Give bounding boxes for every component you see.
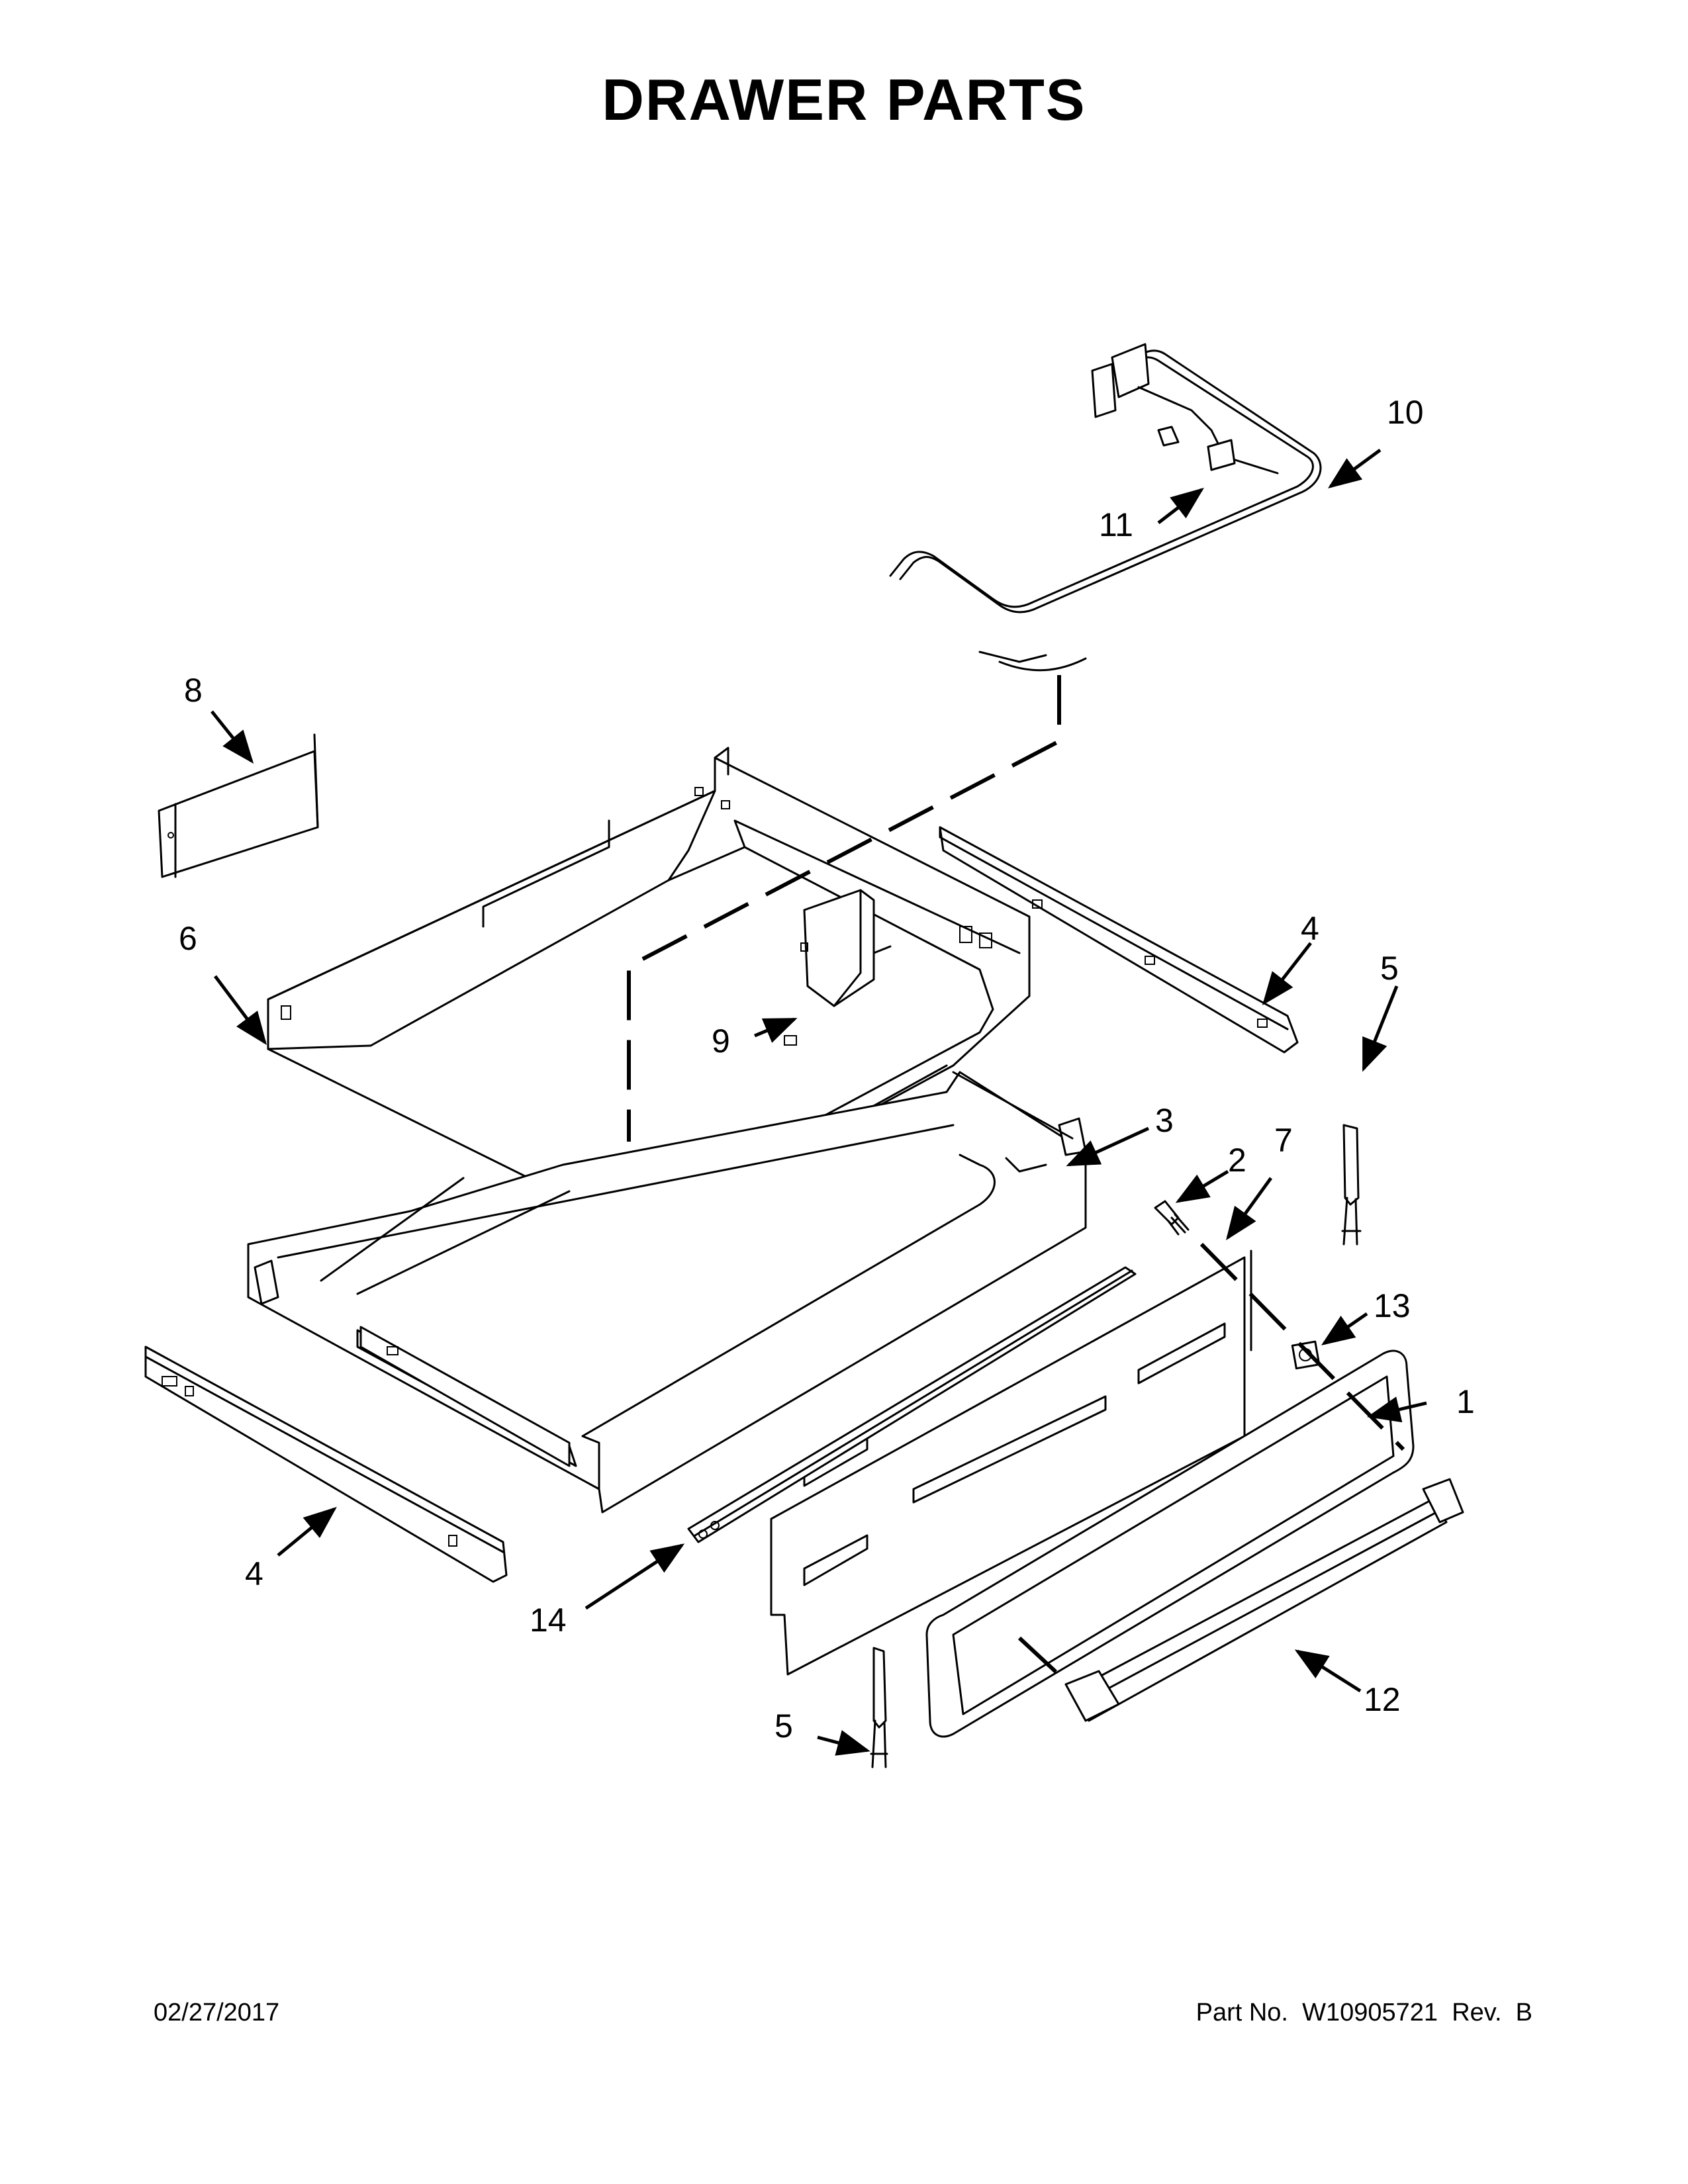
leader-arrows (211, 448, 1427, 1756)
part-label: Part No. (1196, 1999, 1288, 2026)
callout-3: 3 (1155, 1102, 1174, 1139)
small-bracket (158, 733, 319, 878)
callout-5: 5 (774, 1707, 793, 1745)
footer-part-info: Part No. W10905721 Rev. B (1196, 1999, 1532, 2027)
callout-13: 13 (1374, 1287, 1411, 1324)
drawer-body (247, 1071, 1087, 1514)
handle (1064, 1478, 1464, 1722)
callout-6: 6 (179, 920, 197, 957)
callout-7: 7 (1274, 1122, 1293, 1159)
rev-label: Rev. (1452, 1999, 1502, 2026)
callout-1: 1 (1456, 1383, 1475, 1420)
callout-2: 2 (1228, 1142, 1246, 1179)
center-bracket (784, 889, 892, 1046)
inner-panel (770, 1250, 1252, 1676)
callout-10: 10 (1387, 394, 1424, 431)
spacer (1291, 1340, 1321, 1370)
drawer-front (925, 1349, 1415, 1738)
bake-element (889, 343, 1322, 672)
page-title: DRAWER PARTS (602, 67, 1086, 132)
clip-upper (1341, 1124, 1362, 1246)
rev-value: B (1515, 1999, 1532, 2026)
part-number: W10905721 (1302, 1999, 1438, 2026)
callout-4: 4 (245, 1555, 263, 1592)
callout-labels: 1 2 3 4 4 5 5 6 7 8 9 10 11 12 13 14 (179, 394, 1475, 1745)
callout-11: 11 (1099, 506, 1133, 543)
screw (1154, 1200, 1190, 1236)
footer-date: 02/27/2017 (154, 1999, 280, 2026)
callout-14: 14 (530, 1602, 567, 1639)
slide-rail-right (939, 826, 1299, 1054)
callout-12: 12 (1364, 1681, 1401, 1718)
front-channel (687, 1266, 1137, 1543)
callout-4: 4 (1301, 910, 1319, 947)
clip-lower (870, 1647, 888, 1768)
callout-9: 9 (712, 1023, 730, 1060)
slide-rail-left (144, 1345, 508, 1583)
callout-5: 5 (1380, 950, 1399, 987)
callout-8: 8 (184, 672, 203, 709)
